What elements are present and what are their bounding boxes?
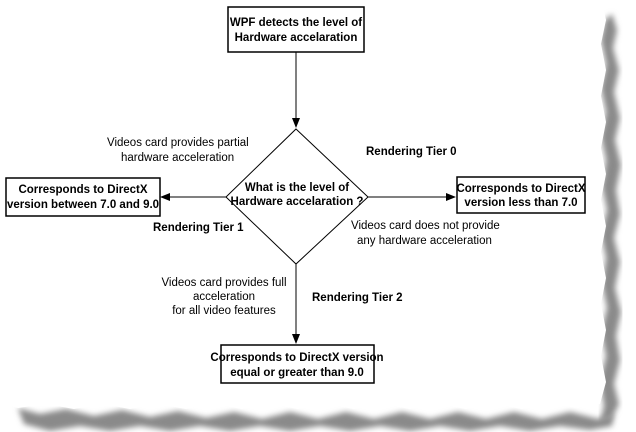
- tier1-result-line-1: Corresponds to DirectX: [18, 184, 147, 196]
- start-line-1: WPF detects the level of: [230, 17, 362, 29]
- tier0-label: Rendering Tier 0: [366, 146, 457, 158]
- frame-shadow-right: [600, 14, 621, 422]
- start-node: WPF detects the level of Hardware accela…: [227, 6, 365, 53]
- decision-line-1: What is the level of: [245, 182, 349, 194]
- tier0-result-line-2: version less than 7.0: [464, 197, 577, 209]
- tier0-condition-line-2: any hardware acceleration: [357, 235, 492, 247]
- decision-diamond: [225, 128, 369, 265]
- decision-line-2: Hardware accelaration ?: [231, 196, 364, 208]
- tier1-label: Rendering Tier 1: [153, 222, 244, 234]
- tier0-edge-labels: Rendering Tier 0 Videos card does not pr…: [351, 146, 500, 247]
- tier1-result-box: [5, 177, 161, 217]
- start-line-2: Hardware accelaration: [235, 32, 358, 44]
- tier1-condition-line-1: Videos card provides partial: [107, 137, 249, 149]
- tier2-label: Rendering Tier 2: [312, 292, 403, 304]
- frame-shadow-bottom: [18, 408, 614, 431]
- connectors: [160, 52, 456, 344]
- tier1-condition-line-2: hardware acceleration: [121, 152, 234, 164]
- tier0-result-box: [456, 176, 586, 214]
- tier0-condition-line-1: Videos card does not provide: [351, 220, 500, 232]
- tier0-result-line-1: Corresponds to DirectX: [456, 183, 585, 195]
- start-box: [227, 6, 365, 53]
- tier2-result-line-2: equal or greater than 9.0: [230, 367, 364, 379]
- decision-node: What is the level of Hardware accelarati…: [225, 128, 369, 265]
- tier2-edge-labels: Videos card provides full acceleration f…: [161, 277, 402, 317]
- tier2-condition-line-3: for all video features: [172, 305, 276, 317]
- tier2-result-line-1: Corresponds to DirectX version: [210, 352, 383, 364]
- tier2-condition-line-2: acceleration: [193, 291, 255, 303]
- tier2-result-box: [220, 344, 375, 384]
- tier0-result-node: Corresponds to DirectX version less than…: [456, 176, 586, 214]
- tier1-result-node: Corresponds to DirectX version between 7…: [5, 177, 161, 217]
- tier2-condition-line-1: Videos card provides full: [161, 277, 286, 289]
- tier2-result-node: Corresponds to DirectX version equal or …: [210, 344, 384, 384]
- tier1-edge-labels: Videos card provides partial hardware ac…: [107, 137, 249, 234]
- tier1-result-line-2: version between 7.0 and 9.0: [7, 199, 159, 211]
